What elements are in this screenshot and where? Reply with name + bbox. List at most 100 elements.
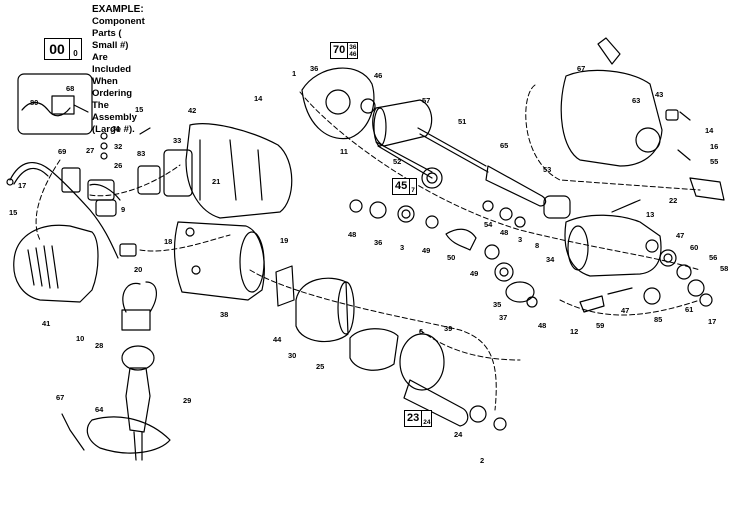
part-callout: 68 [66,84,75,93]
part-callout: 55 [710,157,719,166]
part-callout: 35 [493,300,502,309]
part-callout: 52 [393,157,402,166]
assembly-box-45: 45 7 [392,178,417,195]
motor-field-armature [275,265,507,431]
part-callout: 41 [42,319,51,328]
part-callout: 27 [86,146,95,155]
legend-line-1: Component Parts ( Small #) [92,16,145,51]
assembly-box-70: 70 36 46 [330,42,359,59]
part-callout: 17 [708,317,717,326]
part-callout: 69 [58,147,67,156]
part-callout: 1 [292,69,297,78]
part-callout: 37 [499,313,508,322]
assembly-box-large-number: 23 [405,411,423,426]
part-callout: 18 [164,237,173,246]
assembly-box-large-number: 70 [331,43,349,58]
assembly-box-small-number: 46 [349,50,357,58]
part-callout: 85 [654,315,663,324]
part-callout: 36 [310,64,319,73]
assembly-box-small-numbers: 24 [422,411,431,426]
cord-set [61,281,171,461]
assembly-outline-lines [35,84,701,411]
legend-box-small-number: 0 [73,49,78,58]
part-callout: 10 [76,334,85,343]
part-callout: 19 [280,236,289,245]
gears-bearings [349,167,538,308]
part-callout: 48 [348,230,357,239]
shafts [375,127,571,219]
part-callout: 9 [121,205,126,214]
part-callout: 13 [646,210,655,219]
spindle-housing [372,99,433,147]
part-callout: 24 [454,430,463,439]
part-callout: 43 [655,90,664,99]
power-cord [6,162,121,259]
assembly-box-small-numbers: 7 [410,179,416,194]
part-callout: 14 [705,126,714,135]
switch-cluster [61,127,193,257]
part-callout: 20 [134,265,143,274]
part-callout: 42 [188,106,197,115]
part-callout: 3 [400,243,405,252]
assembly-box-small-number: 24 [423,419,431,426]
part-callout: 6 [419,327,424,336]
part-callout: 58 [720,264,729,273]
part-callout: 21 [212,177,221,186]
part-callout: 25 [316,362,325,371]
part-callout: 56 [709,253,718,262]
part-callout: 22 [669,196,678,205]
part-callout: 47 [676,231,685,240]
part-callout: 34 [546,255,555,264]
part-callout: 31 [112,124,121,133]
part-callout: 33 [173,136,182,145]
part-callout: 54 [484,220,493,229]
part-callout: 11 [340,147,348,156]
legend-line-3: The Assembly (Large #). [92,100,137,135]
assembly-box-large-number: 45 [393,179,411,194]
part-callout: 59 [596,321,605,330]
legend-line-2: Are Included When Ordering [92,52,133,99]
legend-box-large-number: 00 [45,39,70,59]
assembly-box-23: 23 24 [404,410,433,427]
right-hardware [579,239,713,313]
part-callout: 28 [95,341,104,350]
part-callout: 63 [632,96,641,105]
part-callout: 8 [535,241,540,250]
part-callout: 67 [577,64,586,73]
legend-text: Component Parts ( Small #) Are Included … [92,16,145,136]
part-callout: 65 [500,141,509,150]
handle-half-left [13,224,99,303]
part-callout: 3 [518,235,523,244]
part-callout: 61 [685,305,694,314]
part-callout: 29 [183,396,192,405]
part-callout: 48 [500,228,509,237]
part-callout: 15 [135,105,144,114]
part-callout: 50 [447,253,456,262]
part-callout: 16 [710,142,719,151]
legend-assembly-box: 00 0 [44,38,82,60]
part-callout: 67 [56,393,65,402]
cord-inset [17,73,93,135]
part-callout: 44 [273,335,282,344]
part-callout: 49 [470,269,479,278]
part-callout: 57 [422,96,431,105]
part-callout: 14 [254,94,263,103]
assembly-box-small-number: 36 [349,43,357,51]
gear-case-front [301,67,376,140]
part-callout: 38 [220,310,229,319]
gear-case-rear [564,199,662,277]
part-callout: 36 [374,238,383,247]
assembly-box-small-number: 7 [411,187,415,194]
part-callout: 51 [458,117,467,126]
part-callout: 60 [690,243,699,252]
part-callout: 30 [288,351,297,360]
part-callout: 12 [570,327,579,336]
assembly-box-small-numbers: 36 46 [348,43,357,58]
motor-housing [173,221,265,301]
part-callout: 17 [18,181,27,190]
right-angle-head [560,37,725,201]
legend-heading: EXAMPLE: [92,4,144,15]
part-callout: 49 [422,246,431,255]
